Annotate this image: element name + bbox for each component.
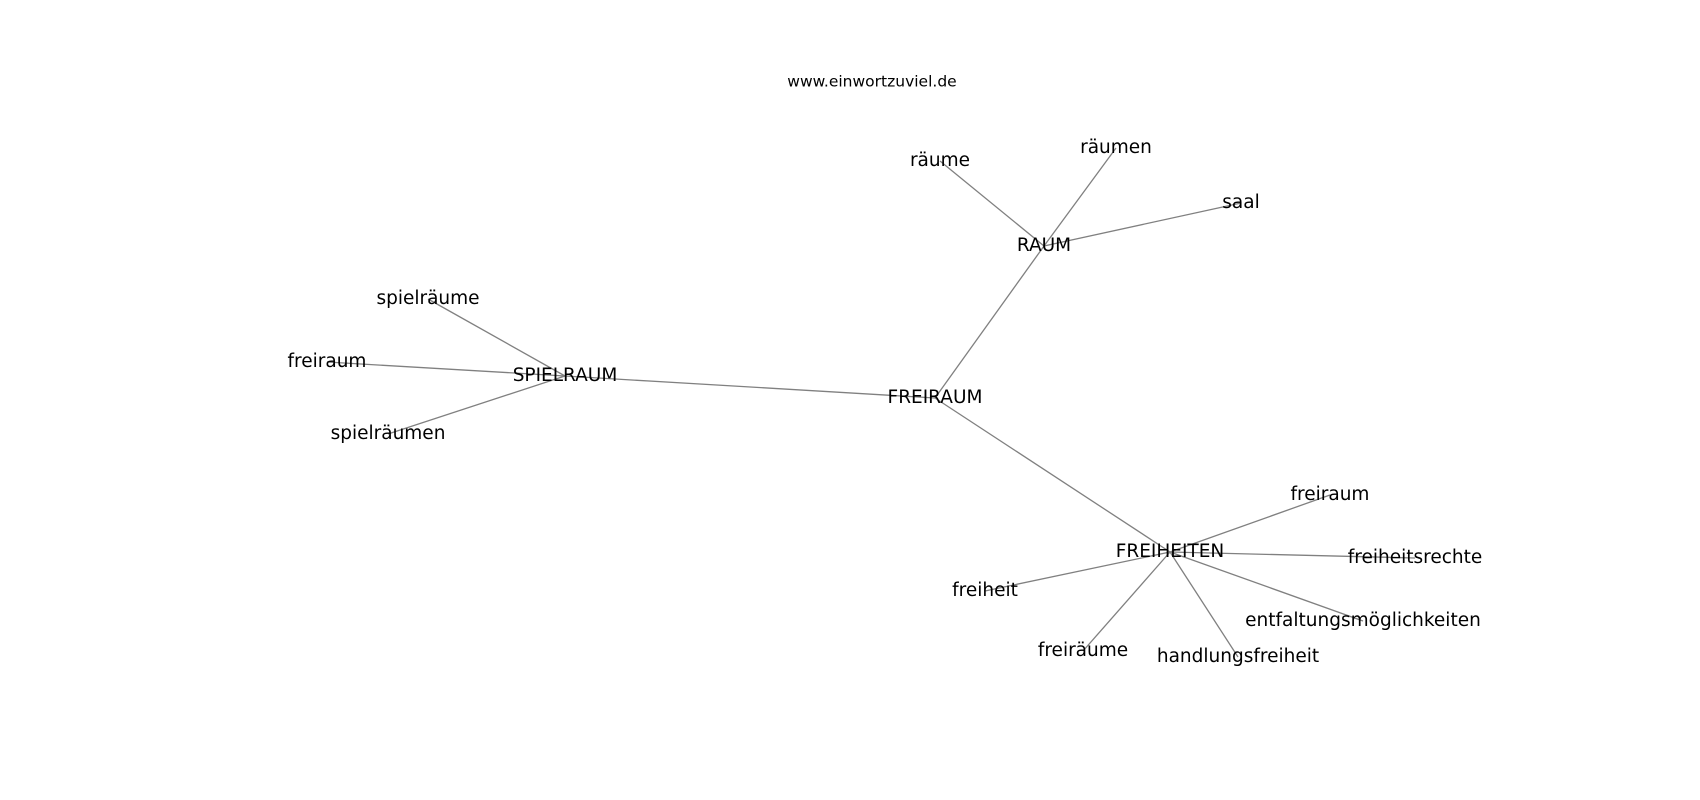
node-label-spielraeume: spielräume bbox=[376, 288, 479, 309]
edge-raum-raeume bbox=[939, 160, 1045, 247]
node-label-freiraum_left: freiraum bbox=[288, 351, 367, 372]
edge-freiraum_center-raum bbox=[934, 245, 1045, 399]
edge-freiraum_center-freiheiten bbox=[934, 397, 1171, 553]
node-label-handlungsfreiheit: handlungsfreiheit bbox=[1157, 646, 1319, 667]
node-label-raeumen: räumen bbox=[1080, 137, 1152, 158]
site-url-header: www.einwortzuviel.de bbox=[787, 73, 956, 91]
edge-freiheiten-freiheitsrechte bbox=[1169, 551, 1416, 559]
edge-raum-saal bbox=[1043, 202, 1242, 247]
node-label-freiheit: freiheit bbox=[952, 580, 1018, 601]
edge-freiheiten-freiheit bbox=[984, 551, 1171, 592]
edge-freiheiten-freiraeume bbox=[1082, 551, 1171, 652]
node-label-entfaltung: entfaltungsmöglichkeiten bbox=[1245, 610, 1481, 631]
node-label-spielraeumen: spielräumen bbox=[331, 423, 446, 444]
edge-freiheiten-handlungsfreiheit bbox=[1169, 551, 1239, 658]
edge-spielraum-spielraeumen bbox=[387, 375, 566, 435]
node-label-freiraum_center: FREIRAUM bbox=[888, 387, 983, 408]
edge-freiraum_center-spielraum bbox=[564, 375, 936, 399]
node-label-freiheiten: FREIHEITEN bbox=[1116, 541, 1225, 562]
node-label-raum: RAUM bbox=[1017, 235, 1071, 256]
node-label-freiheitsrechte: freiheitsrechte bbox=[1348, 547, 1483, 568]
edge-raum-raeumen bbox=[1043, 147, 1117, 247]
node-label-freiraeume: freiräume bbox=[1038, 640, 1128, 661]
node-label-saal: saal bbox=[1222, 192, 1259, 213]
edge-spielraum-spielraeume bbox=[427, 298, 566, 377]
node-label-spielraum: SPIELRAUM bbox=[513, 365, 618, 386]
node-label-raeume: räume bbox=[910, 150, 970, 171]
edge-freiheiten-freiraum_right bbox=[1169, 494, 1331, 553]
edges-layer bbox=[326, 147, 1416, 658]
node-label-freiraum_right: freiraum bbox=[1291, 484, 1370, 505]
edge-freiheiten-entfaltung bbox=[1169, 551, 1364, 622]
edge-spielraum-freiraum_left bbox=[326, 361, 566, 377]
